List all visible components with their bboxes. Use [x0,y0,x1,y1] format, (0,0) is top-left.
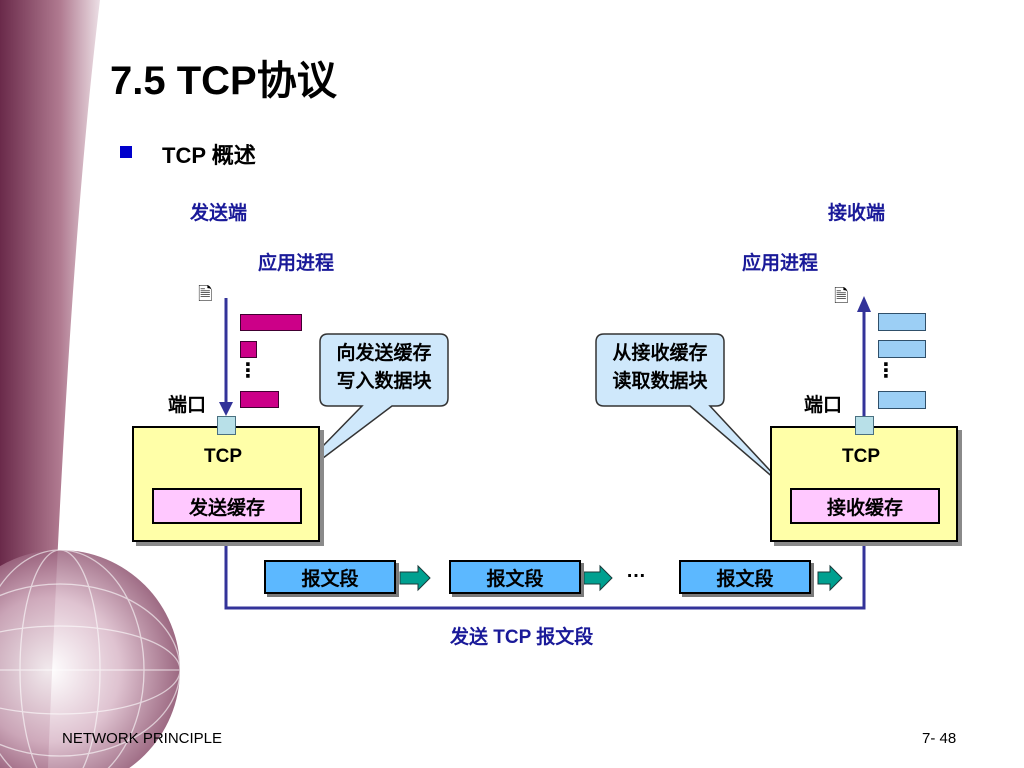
segment-arrows [399,564,843,592]
sender-callout-text: 向发送缓存 写入数据块 [320,340,448,396]
receiver-callout-line: 从接收缓存 [612,343,708,364]
sender-callout-line: 写入数据块 [336,371,432,392]
send-flow-line [224,540,866,610]
receiver-data-block [878,391,926,409]
receiver-data-block [878,313,926,331]
sender-callout-balloon [277,333,449,493]
sender-tcp-box [132,426,320,542]
send-caption: 发送 TCP 报文段 [450,627,594,648]
sender-data-block [240,341,257,358]
segment-box: 报文段 [449,560,581,594]
footer-course-name: NETWORK PRINCIPLE [62,730,223,747]
receiver-side-label: 接收端 [828,203,886,224]
bullet-square-icon [120,146,132,158]
document-icon: 🗎 [834,286,849,306]
receiver-app-label: 应用进程 [742,253,819,274]
receive-buffer: 接收缓存 [790,488,940,524]
slide-title: 7.5 TCP协议 [110,59,337,103]
receiver-tcp-box [770,426,958,542]
send-buffer: 发送缓存 [152,488,302,524]
receiver-arrow-head [857,296,871,312]
sender-port [217,416,236,435]
footer-page-number: 7- 48 [922,730,957,747]
sender-tcp-label: TCP [204,446,242,467]
receiver-tcp-label: TCP [842,446,880,467]
sender-data-block [240,314,302,331]
segment-box: 报文段 [264,560,396,594]
sender-port-label: 端口 [168,395,207,416]
sender-callout-line: 向发送缓存 [336,343,432,364]
sender-data-block [240,391,279,408]
segment-box: 报文段 [679,560,811,594]
sender-arrow-head [219,402,233,416]
segments-ellipsis: … [626,560,646,582]
receiver-callout-text: 从接收缓存 读取数据块 [596,340,724,396]
sender-app-label: 应用进程 [258,253,335,274]
receiver-block-dots: ⋮ [876,360,896,382]
receiver-port [855,416,874,435]
receiver-callout-balloon [595,333,791,493]
sender-side-label: 发送端 [190,203,248,224]
receiver-data-block [878,340,926,358]
sender-block-dots: ⋮ [238,360,258,382]
bullet-text: TCP 概述 [162,143,256,168]
document-icon: 🗎 [198,284,213,304]
receiver-callout-line: 读取数据块 [612,371,708,392]
receiver-port-label: 端口 [804,395,843,416]
